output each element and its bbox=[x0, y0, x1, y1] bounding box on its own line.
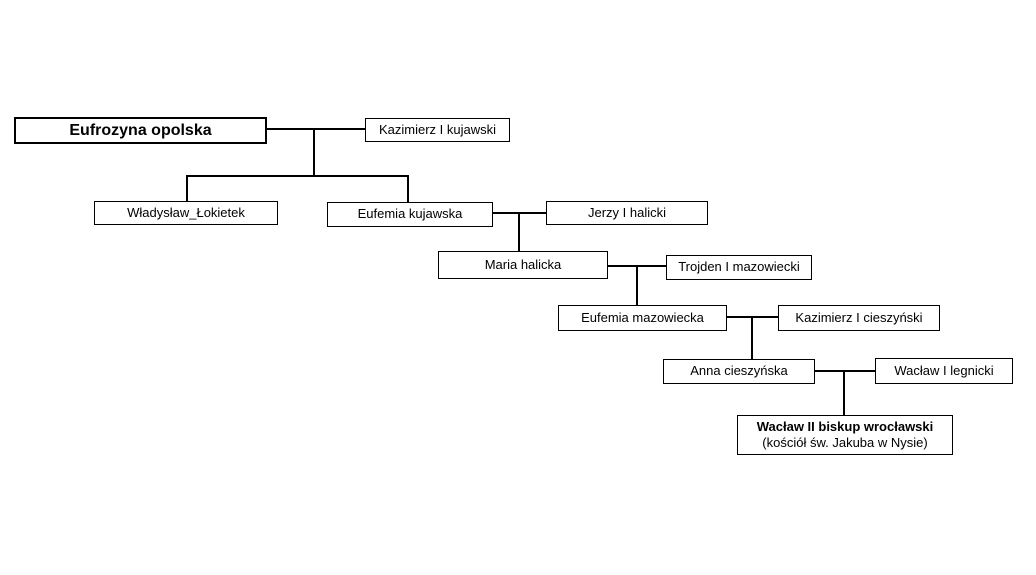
node-label: Kazimierz I cieszyński bbox=[795, 309, 923, 325]
node-maria-halicka[interactable]: Maria halicka bbox=[438, 251, 608, 279]
node-waclaw-i-legnicki[interactable]: Wacław I legnicki bbox=[875, 358, 1013, 384]
connector-drop-eufrozyna-children bbox=[313, 130, 315, 176]
node-anna-cieszynska[interactable]: Anna cieszyńska bbox=[663, 359, 815, 384]
connector-drop-anna bbox=[751, 318, 753, 359]
node-label: Eufemia mazowiecka bbox=[581, 309, 704, 325]
connector-drop-eufemia-kujawska bbox=[407, 177, 409, 202]
node-kazimierz-i-cieszynski[interactable]: Kazimierz I cieszyński bbox=[778, 305, 940, 331]
node-label: Kazimierz I kujawski bbox=[378, 121, 497, 137]
connector-spouse-eufrozyna-kazimierz bbox=[267, 128, 365, 130]
node-jerzy-i-halicki[interactable]: Jerzy I halicki bbox=[546, 201, 708, 225]
node-label: Władysław_Łokietek bbox=[127, 204, 245, 220]
node-eufemia-kujawska[interactable]: Eufemia kujawska bbox=[327, 202, 493, 227]
connector-drop-waclaw-ii bbox=[843, 372, 845, 415]
connector-spouse-eufemia-kazimierz-cieszynski bbox=[727, 316, 778, 318]
connector-drop-wladyslaw bbox=[186, 177, 188, 201]
connector-spouse-anna-waclaw bbox=[815, 370, 875, 372]
node-label: Eufrozyna opolska bbox=[69, 121, 212, 139]
connector-spouse-eufemia-jerzy bbox=[493, 212, 546, 214]
node-waclaw-ii-biskup-wroclawski[interactable]: Wacław II biskup wrocławski (kościół św.… bbox=[737, 415, 953, 455]
node-label: Maria halicka bbox=[484, 256, 562, 272]
node-wladyslaw-lokietek[interactable]: Władysław_Łokietek bbox=[94, 201, 278, 225]
connector-drop-maria bbox=[518, 214, 520, 251]
node-sublabel: (kościół św. Jakuba w Nysie) bbox=[762, 435, 928, 450]
connector-rail-eufrozyna-children bbox=[186, 175, 409, 177]
node-eufrozyna-opolska[interactable]: Eufrozyna opolska bbox=[14, 117, 267, 144]
connector-spouse-maria-trojden bbox=[608, 265, 666, 267]
node-label: Anna cieszyńska bbox=[690, 363, 788, 379]
node-label: Jerzy I halicki bbox=[587, 204, 667, 220]
connector-drop-eufemia-mazowiecka bbox=[636, 267, 638, 305]
node-trojden-i-mazowiecki[interactable]: Trojden I mazowiecki bbox=[666, 255, 812, 280]
node-label: Eufemia kujawska bbox=[357, 206, 463, 222]
node-label: Wacław I legnicki bbox=[894, 362, 994, 378]
node-label: Wacław II biskup wrocławski bbox=[756, 418, 934, 434]
node-kazimierz-i-kujawski[interactable]: Kazimierz I kujawski bbox=[365, 118, 510, 142]
node-eufemia-mazowiecka[interactable]: Eufemia mazowiecka bbox=[558, 305, 727, 331]
node-label: Trojden I mazowiecki bbox=[678, 259, 800, 275]
